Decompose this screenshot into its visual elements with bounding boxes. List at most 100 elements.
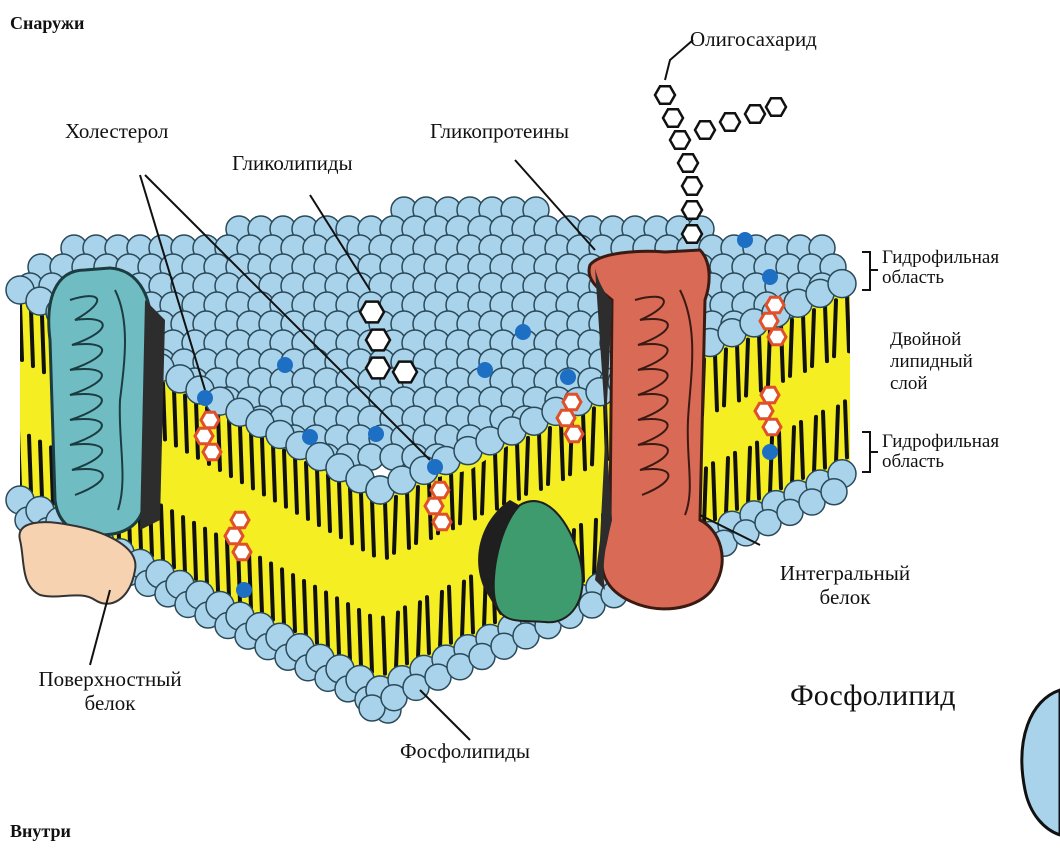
sugar-hexagon xyxy=(766,98,786,115)
phospholipid-head xyxy=(821,479,847,505)
lipid-tail xyxy=(260,558,262,614)
lipid-tail xyxy=(326,593,328,649)
oligosaccharide-label: Олигосахарид xyxy=(690,28,817,50)
cholesterol-ring xyxy=(431,482,449,498)
blue-dot xyxy=(515,324,531,340)
blue-dot xyxy=(427,459,443,475)
phospholipid-large-head xyxy=(1022,690,1060,835)
cholesterol-ring xyxy=(231,512,249,528)
lipid-tail xyxy=(315,587,317,643)
phospholipid-head xyxy=(828,270,856,298)
sugar-hexagon xyxy=(670,131,690,148)
lipid-tail xyxy=(304,581,306,637)
lipid-tail xyxy=(482,458,484,514)
lipid-tail xyxy=(440,592,442,648)
lipid-tail xyxy=(473,462,475,518)
lipid-tail xyxy=(790,320,792,376)
sugar-hexagon xyxy=(682,177,702,194)
lipid-tail xyxy=(561,423,563,479)
lipid-tail xyxy=(284,451,286,507)
lipid-tail xyxy=(361,493,363,549)
lipid-tail xyxy=(495,453,497,509)
lipid-tail xyxy=(548,428,550,484)
cholesterol-ring xyxy=(201,412,219,428)
lipid-tail xyxy=(396,613,398,669)
cholesterol-ring xyxy=(763,419,781,435)
lipid-tail xyxy=(779,432,781,488)
lipid-tail xyxy=(449,587,451,643)
hydrophilic-top-line2: область xyxy=(882,268,944,288)
lipid-tail xyxy=(748,448,750,504)
lipid-tail xyxy=(251,432,253,488)
lipid-tail xyxy=(249,552,251,608)
bilayer-line1: Двойной xyxy=(890,330,961,350)
blue-dot xyxy=(560,369,576,385)
lipid-tail xyxy=(348,604,350,660)
cholesterol-ring xyxy=(760,313,778,329)
lipid-tail xyxy=(317,469,319,525)
lipid-tail xyxy=(405,607,407,663)
cholesterol-ring xyxy=(755,403,773,419)
lipid-tail xyxy=(801,422,803,478)
cholesterol-ring xyxy=(766,297,784,313)
cholesterol-ring xyxy=(233,544,251,560)
lipid-tail xyxy=(592,408,594,464)
lipid-tail xyxy=(383,618,385,674)
lipid-tail xyxy=(42,316,44,372)
lipid-tail xyxy=(427,597,429,653)
lipid-tail xyxy=(240,426,242,482)
blue-dot xyxy=(762,269,778,285)
lipid-tail xyxy=(746,340,748,396)
lipid-tail xyxy=(29,436,31,492)
sugar-hexagon xyxy=(695,121,715,138)
lipid-tail xyxy=(194,523,196,579)
lipid-tail xyxy=(834,300,836,356)
lipid-tail xyxy=(394,497,396,553)
sugar-hexagon xyxy=(366,358,390,379)
lipid-tail xyxy=(271,564,273,620)
lipid-tail xyxy=(471,576,473,632)
blue-dot xyxy=(277,357,293,373)
cholesterol-ring xyxy=(195,428,213,444)
lipid-tail xyxy=(273,445,275,501)
lipid-tail xyxy=(227,540,229,596)
blue-dot xyxy=(762,444,778,460)
sugar-hexagon xyxy=(393,362,417,383)
glycoproteins-label: Гликопротеины xyxy=(430,120,569,142)
lipid-tail xyxy=(359,610,361,666)
lipid-tail xyxy=(20,304,22,360)
phospholipids-label: Фосфолипиды xyxy=(400,740,530,762)
cholesterol-ring xyxy=(425,498,443,514)
lipid-tail xyxy=(460,467,462,523)
cholesterol-ring xyxy=(761,387,779,403)
lipid-tail xyxy=(792,427,794,483)
sugar-hexagon xyxy=(682,225,702,242)
cholesterol-ring xyxy=(563,394,581,410)
lipid-tail xyxy=(216,535,218,591)
lipid-tail xyxy=(825,305,827,361)
lipid-tail xyxy=(539,433,541,489)
sugar-hexagon xyxy=(678,154,698,171)
lipid-tail xyxy=(372,500,374,556)
lipid-tail xyxy=(713,463,715,519)
cyan-integral-protein xyxy=(49,268,165,535)
lipid-tail xyxy=(174,390,176,446)
bilayer-line3: слой xyxy=(890,374,928,394)
lipid-tail xyxy=(229,420,231,476)
sugar-hexagon xyxy=(655,86,675,103)
lipid-tail xyxy=(172,511,174,567)
lipid-tail xyxy=(812,310,814,366)
lipid-tail xyxy=(418,602,420,658)
lipid-tail xyxy=(282,569,284,625)
hydrophilic-bottom-line1: Гидрофильная xyxy=(882,432,999,452)
sugar-hexagon xyxy=(745,105,765,122)
hydrophilic-bottom-line2: область xyxy=(882,452,944,472)
sugar-hexagon xyxy=(663,109,683,126)
lipid-tail xyxy=(161,505,163,561)
lipid-tail xyxy=(31,310,33,366)
cholesterol-ring xyxy=(433,514,451,530)
lipid-tail xyxy=(337,598,339,654)
glycolipids-label: Гликолипиды xyxy=(232,152,353,174)
lipid-tail xyxy=(18,430,20,486)
lipid-tail xyxy=(163,383,165,439)
